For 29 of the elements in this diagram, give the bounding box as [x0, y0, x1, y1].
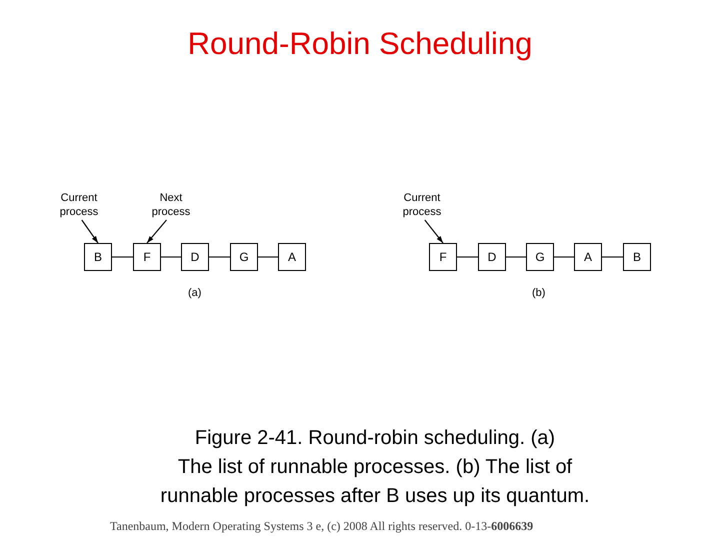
subfigure-label: (b) [532, 287, 546, 299]
figure-caption: Figure 2-41. Round-robin scheduling. (a) The list of runnable processes. (b) The list of runnable processes after B uses up its quantum. [159, 426, 591, 509]
process-box: G [526, 243, 554, 271]
process-box: A [574, 243, 602, 271]
pointer-label: Next process [143, 190, 199, 220]
process-box: B [623, 243, 651, 271]
link-line [209, 256, 230, 258]
link-line [554, 256, 574, 258]
pointer-arrow [424, 220, 444, 244]
process-box: G [230, 243, 258, 271]
process-box: A [278, 243, 306, 271]
link-line [506, 256, 526, 258]
process-box: F [429, 243, 457, 271]
link-line [457, 256, 478, 258]
process-box: F [133, 243, 161, 271]
link-line [602, 256, 623, 258]
link-line [258, 256, 278, 258]
pointer-arrow [81, 220, 98, 244]
pointer-label: Current process [51, 190, 107, 220]
process-box: D [181, 243, 209, 271]
process-box: D [478, 243, 506, 271]
slide-title: Round-Robin Scheduling [186, 26, 534, 62]
subfigure-label: (a) [188, 287, 202, 299]
link-line [161, 256, 181, 258]
process-box: B [84, 243, 112, 271]
link-line [112, 256, 133, 258]
pointer-arrow [146, 220, 167, 244]
copyright-footer: Tanenbaum, Modern Operating Systems 3 e, (c) 2008 All rights reserved. 0-13-6006639 [110, 519, 534, 534]
pointer-label: Current process [394, 190, 450, 220]
